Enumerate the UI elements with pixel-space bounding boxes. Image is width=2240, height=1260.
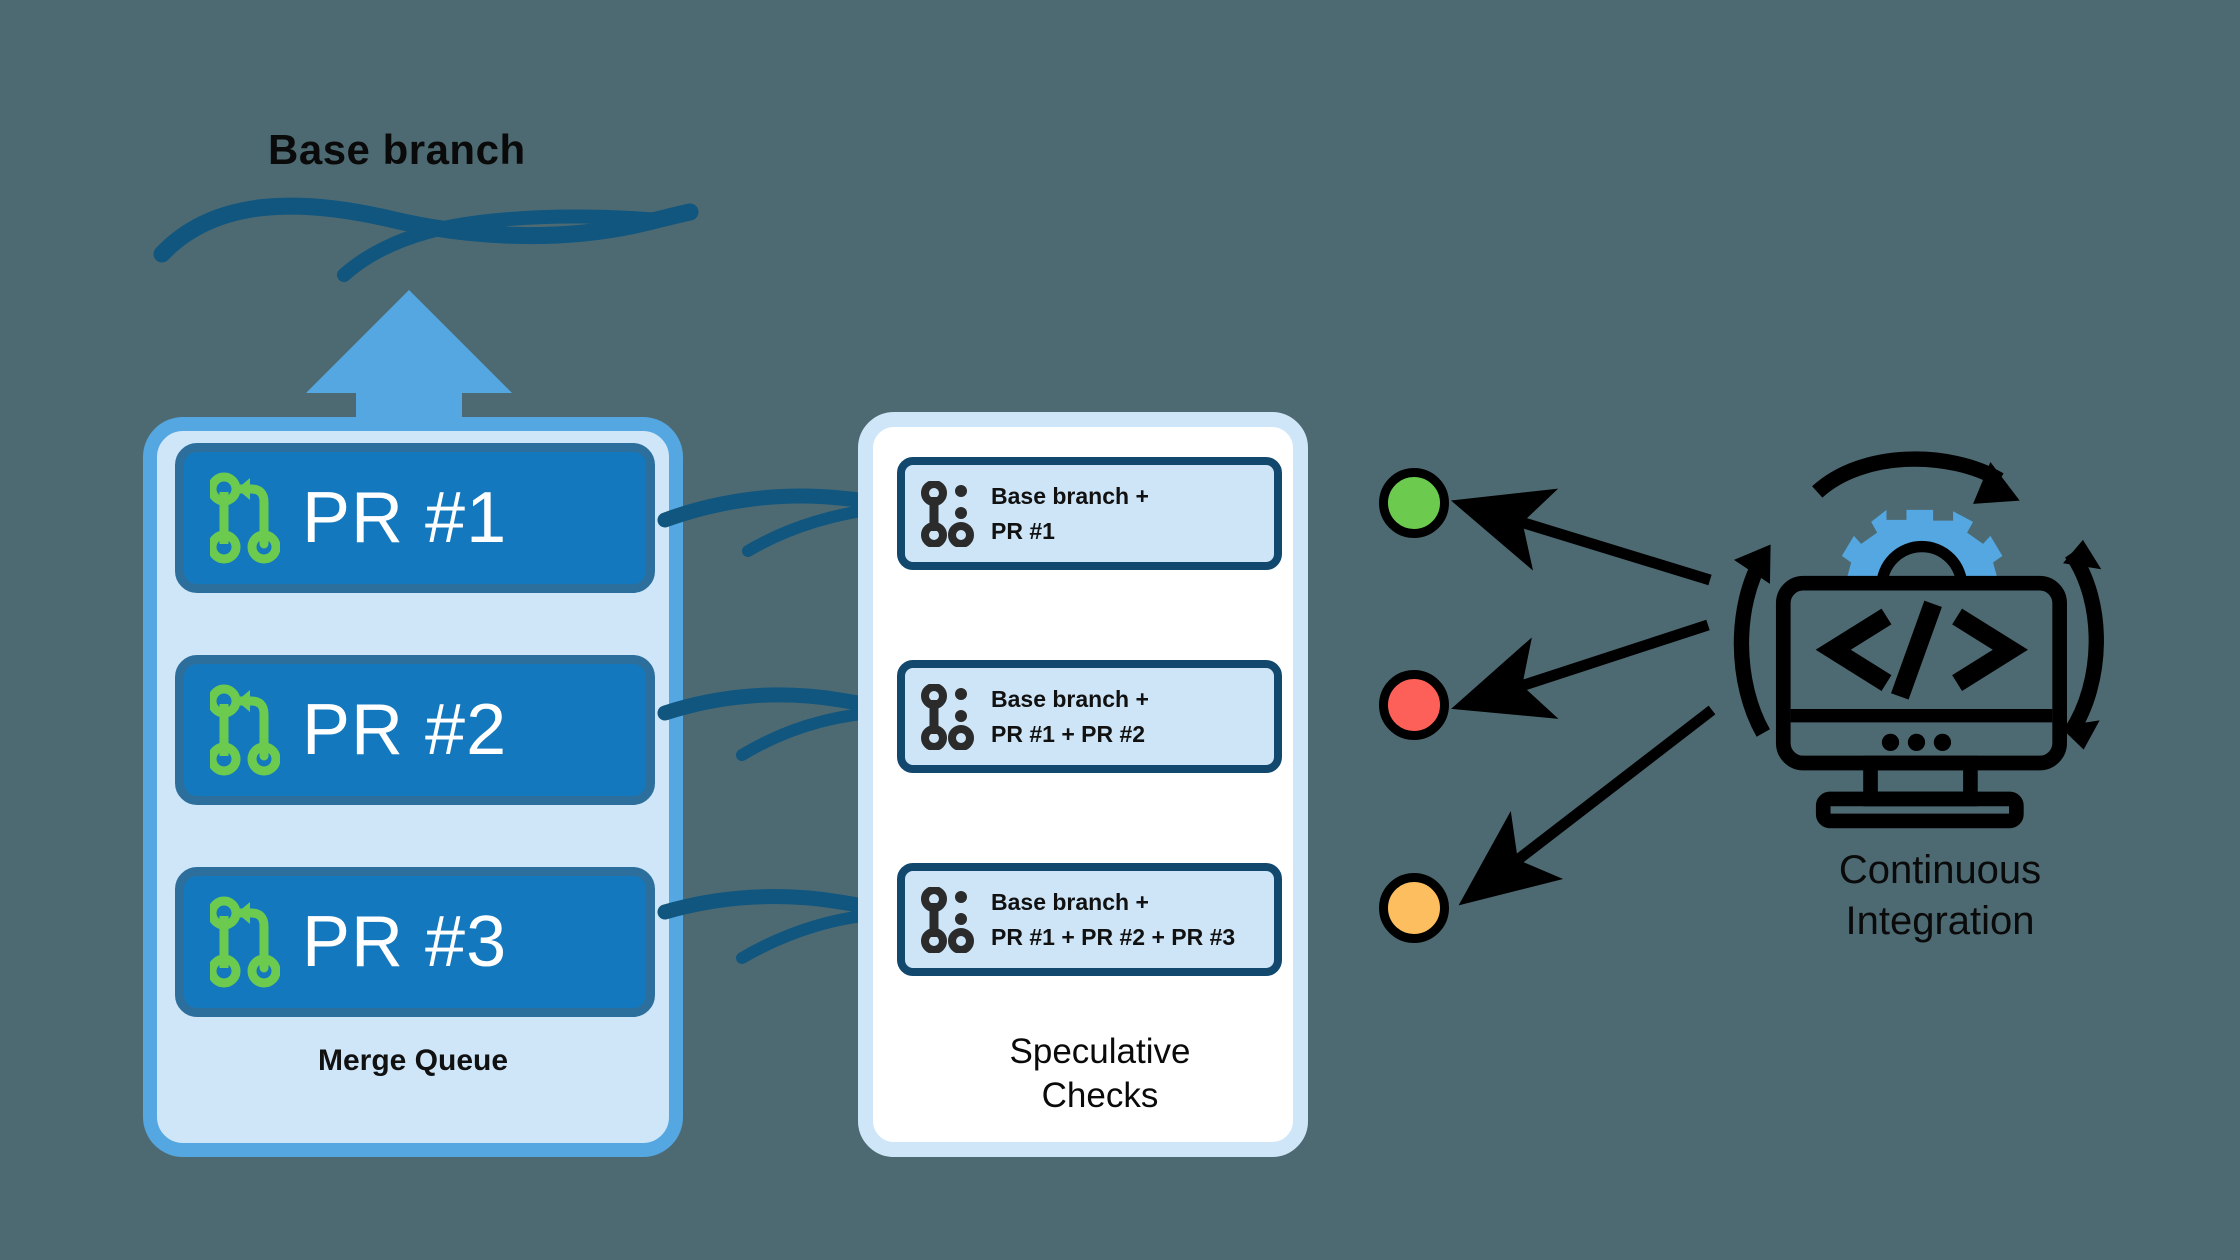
speculative-check-line1: Base branch +: [991, 888, 1149, 915]
ci-label-line1: Continuous: [1838, 848, 2042, 892]
speculative-checks-title: Speculative Checks: [870, 1030, 1330, 1118]
status-dot-pending: [1379, 873, 1449, 943]
ci-label-line2: Integration: [1845, 899, 2035, 944]
arrow-ci-to-pending: [1458, 705, 1716, 906]
refresh-arrowhead-top: [1973, 461, 2020, 504]
merge-queue-item-label: PR #3: [302, 902, 508, 982]
merge-queue-item-pr1[interactable]: PR #1: [175, 443, 655, 593]
git-pull-request-icon: [210, 684, 280, 776]
speculative-check-item-3[interactable]: Base branch + PR #1 + PR #2 + PR #3: [897, 863, 1282, 976]
speculative-check-line1: Base branch +: [991, 482, 1149, 509]
status-dot-fail: [1379, 670, 1449, 740]
continuous-integration-label: Continuous Integration: [1700, 845, 2180, 947]
git-commit-chain-icon: [921, 886, 974, 953]
merge-queue-item-pr2[interactable]: PR #2: [175, 655, 655, 805]
monitor-dot-3: [1933, 733, 1952, 752]
git-commit-chain-icon: [921, 683, 974, 750]
speculative-check-line1: Base branch +: [991, 685, 1149, 712]
speculative-check-line2: PR #1: [991, 517, 1055, 544]
git-commit-chain-icon: [921, 480, 974, 547]
refresh-arrowhead-bottom-right: [2059, 720, 2100, 750]
speculative-checks-title-line1: Speculative: [1009, 1032, 1191, 1071]
monitor-dot-1: [1881, 733, 1900, 752]
git-pull-request-icon: [210, 472, 280, 564]
speculative-check-item-2[interactable]: Base branch + PR #1 + PR #2: [897, 660, 1282, 773]
status-dot-pass: [1379, 468, 1449, 538]
merge-up-arrow-icon: [306, 290, 512, 430]
base-branch-label: Base branch: [268, 126, 526, 173]
speculative-check-line2: PR #1 + PR #2: [991, 720, 1146, 747]
merge-queue-item-pr3[interactable]: PR #3: [175, 867, 655, 1017]
refresh-arrowhead-left: [1733, 544, 1771, 584]
base-branch-curve-icon: [153, 197, 699, 282]
code-glyph-icon: [1815, 600, 2028, 700]
git-pull-request-icon: [210, 896, 280, 988]
refresh-arrows-icon: [1733, 451, 2104, 737]
arrow-ci-to-pass: [1450, 488, 1712, 586]
arrow-ci-to-fail: [1451, 619, 1710, 719]
monitor-dot-2: [1907, 733, 1926, 752]
merge-queue-item-label: PR #1: [302, 478, 508, 558]
merge-queue-title: Merge Queue: [317, 1044, 509, 1077]
monitor-base: [1815, 791, 2024, 829]
merge-queue-item-label: PR #2: [302, 690, 508, 770]
speculative-check-line2: PR #1 + PR #2 + PR #3: [991, 923, 1236, 950]
speculative-checks-title-line2: Checks: [1041, 1075, 1159, 1115]
speculative-check-item-1[interactable]: Base branch + PR #1: [897, 457, 1282, 570]
refresh-arrowhead-right: [2062, 539, 2102, 570]
